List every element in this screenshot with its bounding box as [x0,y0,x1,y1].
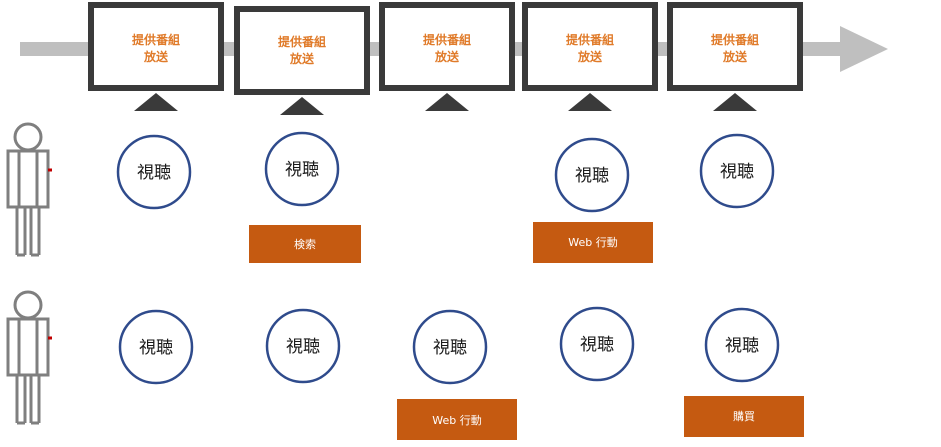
tv-monitor-icon [667,2,803,91]
monitor-label-line1: 提供番組 [711,32,759,47]
action-box: 検索 [249,225,361,263]
action-box: 購買 [684,396,804,437]
person-icon [6,122,52,257]
monitor-label-line2: 放送 [434,49,460,64]
viewing-circle: 視聴 [118,309,194,385]
tv-monitor-icon [522,2,658,91]
person-icon [6,290,52,425]
monitor-label-line2: 放送 [722,49,748,64]
monitor-label-line1: 提供番組 [566,32,614,47]
monitor-stand-icon [280,97,324,115]
action-label: 検索 [294,237,316,251]
monitor-label-line2: 放送 [289,51,315,66]
action-box: Web 行動 [533,222,653,263]
monitor-stand-icon [425,93,469,111]
action-box: Web 行動 [397,399,517,440]
monitor-1: 提供番組 放送 [88,2,224,111]
tv-monitor-icon [234,6,370,95]
viewing-label: 視聴 [139,338,173,358]
viewing-circle: 視聴 [264,131,340,207]
viewing-label: 視聴 [580,335,614,355]
monitor-label-line1: 提供番組 [278,34,326,49]
viewing-circle: 視聴 [116,134,192,210]
monitor-label-line1: 提供番組 [423,32,471,47]
viewing-circle: 視聴 [554,137,630,213]
viewing-label: 視聴 [433,338,467,358]
viewing-circle: 視聴 [704,307,780,383]
monitor-stand-icon [568,93,612,111]
viewing-label: 視聴 [285,160,319,180]
monitor-2: 提供番組 放送 [234,6,370,115]
viewing-label: 視聴 [286,337,320,357]
viewing-circle: 視聴 [699,133,775,209]
monitor-5: 提供番組 放送 [667,2,803,111]
monitor-3: 提供番組 放送 [379,2,515,111]
monitor-stand-icon [713,93,757,111]
action-label: 購買 [733,409,755,423]
viewing-label: 視聴 [720,162,754,182]
tv-monitor-icon [379,2,515,91]
viewing-label: 視聴 [575,166,609,186]
viewing-circle: 視聴 [265,308,341,384]
tv-monitor-icon [88,2,224,91]
viewing-label: 視聴 [725,336,759,356]
action-label: Web 行動 [432,413,481,427]
monitor-label-line2: 放送 [577,49,603,64]
monitor-stand-icon [134,93,178,111]
action-label: Web 行動 [568,235,617,249]
viewing-circle: 視聴 [559,306,635,382]
viewing-circle: 視聴 [412,309,488,385]
viewing-label: 視聴 [137,163,171,183]
monitor-4: 提供番組 放送 [522,2,658,111]
monitor-label-line2: 放送 [143,49,169,64]
monitor-label-line1: 提供番組 [132,32,180,47]
